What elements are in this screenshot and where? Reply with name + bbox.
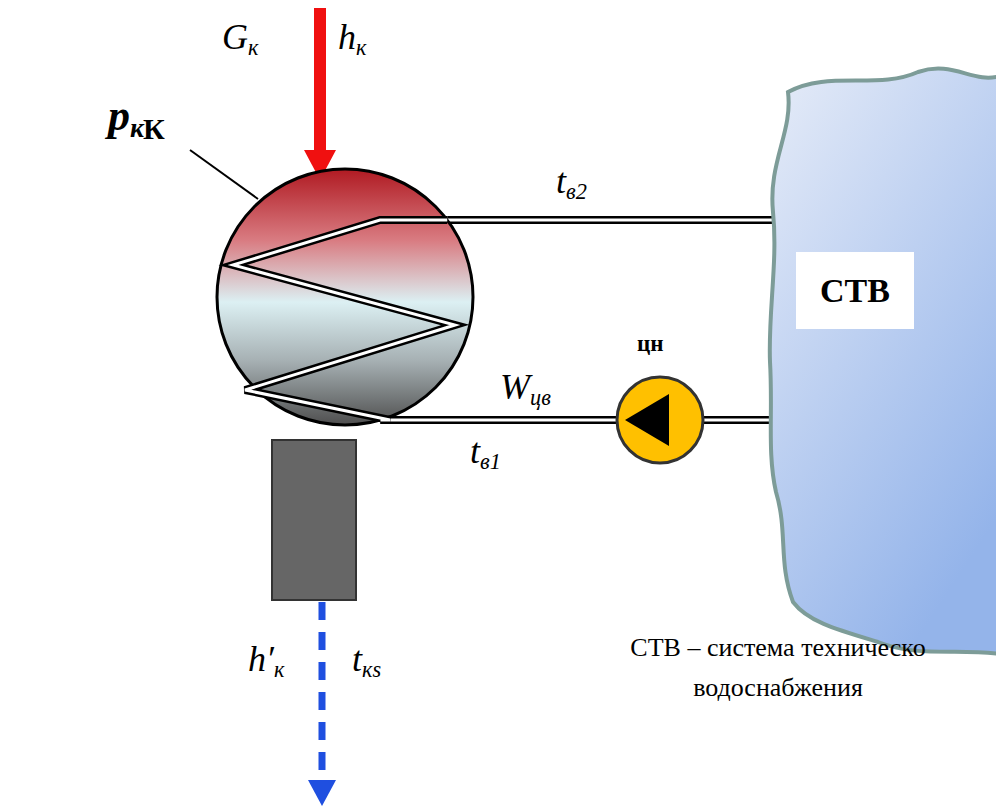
condenser-label: К bbox=[143, 112, 165, 145]
circulation-pump-shape bbox=[615, 375, 705, 465]
water-pipe bbox=[703, 420, 772, 421]
leader-line bbox=[190, 150, 258, 199]
coil bbox=[233, 220, 455, 420]
steam-inlet-arrow bbox=[304, 8, 336, 180]
enthalpy-symbol: h′к bbox=[248, 640, 284, 682]
caption-note: СТВ – система техническо водоснабжения bbox=[568, 628, 988, 709]
condenser-shape bbox=[215, 167, 475, 427]
circulation-pump: цн bbox=[615, 375, 705, 465]
water-pipe bbox=[380, 420, 617, 421]
pressure-symbol: pк bbox=[108, 92, 144, 143]
coil bbox=[233, 220, 455, 420]
condenser: К bbox=[215, 167, 475, 427]
temperature-symbol: tв2 bbox=[556, 162, 587, 204]
condensate-drain bbox=[272, 440, 356, 600]
system-label: СТВ bbox=[796, 252, 914, 329]
enthalpy-symbol: hк bbox=[338, 18, 366, 60]
water-pipe bbox=[447, 220, 772, 221]
temperature-symbol: tв1 bbox=[470, 432, 501, 474]
temperature-symbol: tкs bbox=[352, 640, 381, 682]
flow-symbol: Gк bbox=[222, 18, 258, 60]
water-supply-system-shape bbox=[768, 62, 996, 657]
condensate-outlet-arrow bbox=[308, 602, 336, 806]
flow-symbol: Wцв bbox=[500, 368, 551, 410]
pump-symbol bbox=[625, 394, 669, 446]
pump-label: цн bbox=[637, 331, 664, 356]
water-supply-system: СТВ bbox=[768, 62, 996, 657]
